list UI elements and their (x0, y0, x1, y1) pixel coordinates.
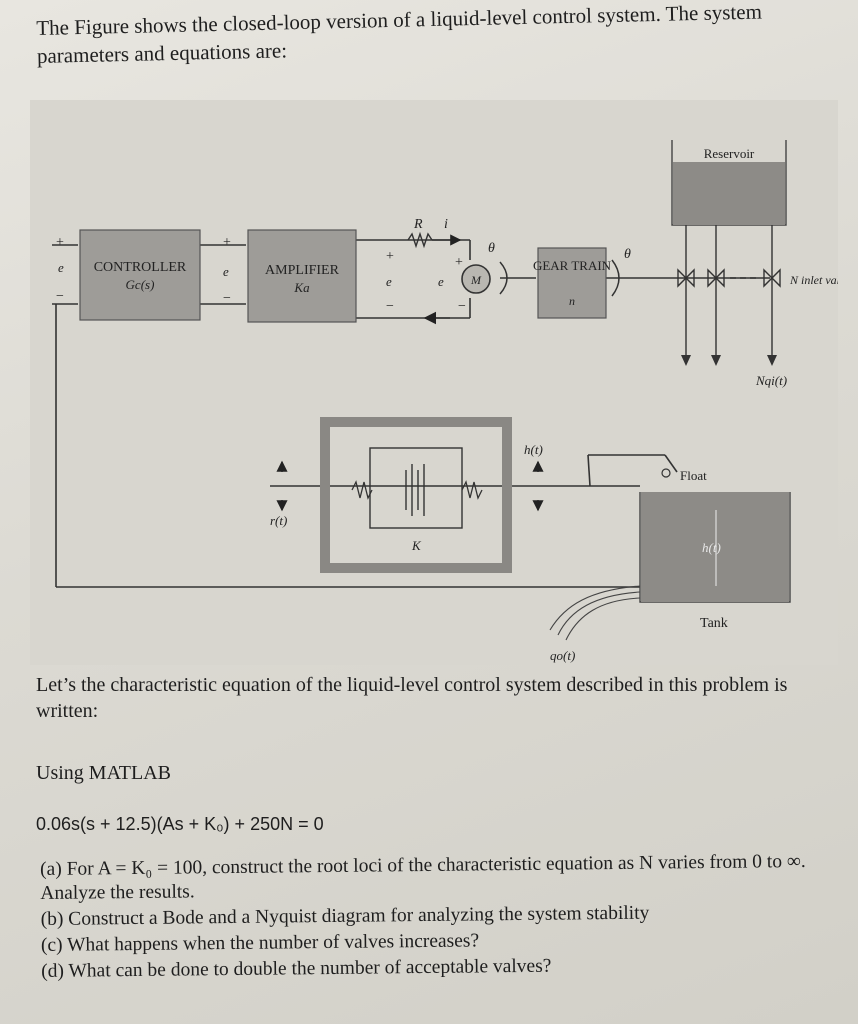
gear-train-block (537, 247, 607, 319)
amplifier-title: AMPLIFIER (265, 263, 340, 278)
amplifier-sub: Ka (293, 280, 310, 295)
controller-sub: Gc(s) (126, 277, 155, 292)
label-nqi: Nqi(t) (755, 373, 787, 388)
float-label: Float (680, 468, 707, 483)
float (661, 468, 671, 478)
tank-label: Tank (700, 616, 728, 631)
label-ea: e (386, 274, 392, 289)
motor (461, 264, 491, 294)
characteristic-equation: 0.06s(s + 12.5)(As + K₀) + 250N = 0 (36, 814, 324, 834)
label-ra: R (413, 217, 423, 232)
label-es: e (223, 264, 229, 279)
label-ks: K (411, 538, 422, 553)
outflow-jet (549, 585, 641, 641)
gear-train-title: GEAR TRAIN (533, 258, 612, 273)
minus-sign-ea: − (386, 299, 394, 314)
reservoir-liquid (673, 162, 785, 225)
pot-frame (320, 417, 512, 573)
valve-pipes (685, 225, 773, 360)
label-qo: qo(t) (550, 648, 575, 663)
amplifier-block (247, 229, 357, 323)
question-a: (a) For A = K₀ = 100, construct the root… (40, 850, 806, 904)
plus-sign-eb: + (455, 255, 463, 270)
using-matlab: Using MATLAB (36, 762, 172, 784)
label-e: e (58, 260, 64, 275)
signal-wires (52, 239, 770, 588)
label-theta-m: θ (488, 241, 495, 256)
controller-block (79, 229, 201, 321)
tank-liquid (641, 492, 789, 602)
intro-paragraph: The Figure shows the closed-loop version… (36, 0, 763, 68)
battery (405, 464, 425, 516)
question-list: (a) For A = K₀ = 100, construct the root… (40, 850, 841, 986)
label-rt: r(t) (270, 513, 287, 528)
plus-sign-ea: + (386, 249, 394, 264)
label-ht: h(t) (524, 442, 543, 457)
label-ia: i (444, 217, 448, 232)
motor-rotation-arrow (499, 261, 508, 295)
inlet-valves-label: N inlet valves (789, 273, 838, 287)
question-intro: Let’s the characteristic equation of the… (36, 674, 788, 722)
pot-bridge (369, 447, 463, 529)
motor-label: M (470, 273, 482, 287)
label-theta: θ (624, 247, 631, 262)
resistor-ra (407, 231, 433, 249)
minus-sign-es: − (223, 291, 231, 306)
label-h-tank: h(t) (702, 540, 721, 555)
label-eb: e (438, 274, 444, 289)
block-diagram: CONTROLLER Gc(s) AMPLIFIER Ka R i M θ GE… (52, 140, 838, 663)
valve-symbols (677, 268, 781, 366)
gear-train-sub: n (569, 294, 575, 308)
liquid-level-figure: CONTROLLER Gc(s) AMPLIFIER Ka R i M θ GE… (30, 100, 838, 665)
reservoir-label: Reservoir (704, 146, 755, 161)
plus-sign-e: + (56, 235, 64, 250)
minus-sign-eb: − (458, 299, 466, 314)
minus-sign-e: − (56, 289, 64, 304)
plus-sign-es: + (223, 235, 231, 250)
gear-rotation-arrow (611, 259, 620, 297)
controller-title: CONTROLLER (94, 260, 187, 275)
